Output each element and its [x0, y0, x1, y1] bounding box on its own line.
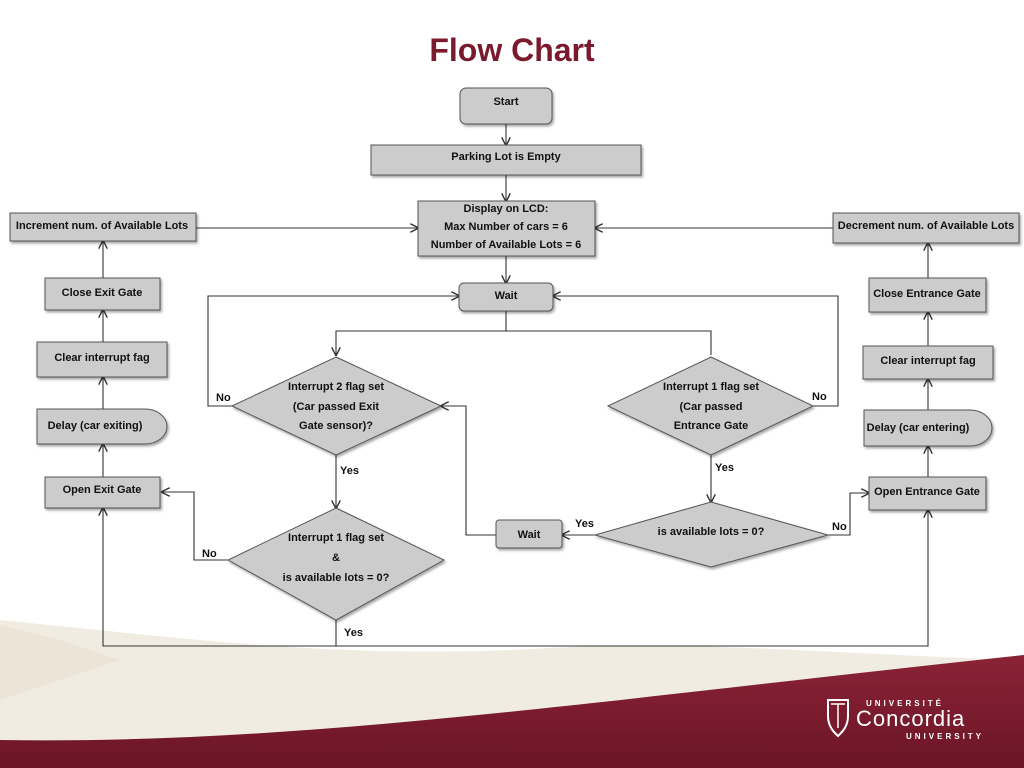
node-start	[459, 87, 553, 125]
edge-label-int1-no: No	[812, 391, 827, 403]
edge-label-int2-yes: Yes	[340, 465, 359, 477]
label-close-exit: Close Exit Gate	[62, 287, 143, 299]
background-decoration	[0, 620, 1024, 768]
node-int2	[230, 356, 443, 456]
label-int1-1: Interrupt 1 flag set	[663, 381, 759, 393]
node-int1	[606, 356, 815, 456]
logo-bottom-text: UNIVERSITY	[906, 732, 984, 741]
label-wait-top: Wait	[495, 290, 518, 302]
label-clear-right: Clear interrupt fag	[880, 355, 975, 367]
node-inc	[9, 212, 197, 242]
label-int1-2: (Car passed	[680, 401, 743, 413]
label-dec: Decrement num. of Available Lots	[838, 220, 1014, 232]
concordia-logo: UNIVERSITÉ Concordia UNIVERSITY	[827, 699, 984, 741]
edge-label-avail-no: No	[832, 521, 847, 533]
node-clear-right	[862, 345, 994, 380]
label-lcd-2: Max Number of cars = 6	[444, 221, 568, 233]
label-delay-exit: Delay (car exiting)	[48, 420, 143, 432]
label-open-exit: Open Exit Gate	[63, 484, 142, 496]
logo-main-text: Concordia	[856, 706, 965, 731]
node-avail	[593, 501, 830, 568]
label-lcd-1: Display on LCD:	[464, 203, 549, 215]
node-lcd	[417, 200, 596, 257]
edge-wait-split-right	[506, 330, 712, 355]
edge-label-int2-no: No	[216, 392, 231, 404]
logo-crest-icon	[827, 699, 849, 738]
label-int2-2: (Car passed Exit	[293, 401, 380, 413]
edge-wait-split	[336, 311, 507, 355]
node-comb	[226, 507, 446, 621]
label-comb-3: is available lots = 0?	[283, 572, 390, 584]
label-comb-2: &	[332, 552, 340, 564]
flowchart-edges	[103, 124, 928, 647]
flowchart-edge-labels: No No Yes Yes Yes No No Yes	[202, 391, 847, 639]
edge-label-comb-yes: Yes	[344, 627, 363, 639]
flowchart-nodes	[9, 87, 1020, 621]
label-comb-1: Interrupt 1 flag set	[288, 532, 384, 544]
node-close-entrance	[868, 277, 987, 313]
edge-waitmid-int2	[441, 406, 496, 536]
label-int1-3: Entrance Gate	[674, 420, 749, 432]
label-inc: Increment num. of Available Lots	[16, 220, 188, 232]
node-close-exit	[44, 277, 161, 311]
logo-top-text: UNIVERSITÉ	[866, 699, 944, 708]
label-empty: Parking Lot is Empty	[451, 151, 561, 163]
label-lcd-3: Number of Available Lots = 6	[431, 239, 581, 251]
label-avail: is available lots = 0?	[658, 526, 765, 538]
label-start: Start	[493, 96, 518, 108]
node-delay-entering	[863, 409, 993, 447]
edge-comb-yes-left	[103, 508, 337, 647]
node-empty	[370, 144, 642, 176]
edge-int2-no	[207, 296, 459, 407]
edge-int1-no	[553, 296, 839, 407]
edge-avail-no	[828, 493, 869, 536]
node-wait-top	[458, 282, 554, 312]
label-wait-mid: Wait	[518, 529, 541, 541]
label-close-entrance: Close Entrance Gate	[873, 288, 981, 300]
node-dec	[832, 212, 1020, 244]
edge-label-avail-yes: Yes	[575, 518, 594, 530]
label-clear-left: Clear interrupt fag	[54, 352, 149, 364]
edge-label-comb-no: No	[202, 548, 217, 560]
node-wait-mid	[495, 519, 563, 549]
label-open-entrance: Open Entrance Gate	[874, 486, 980, 498]
edge-comb-no	[162, 492, 228, 561]
node-open-exit	[44, 476, 161, 509]
flowchart-node-labels: Start Parking Lot is Empty Display on LC…	[16, 96, 1014, 584]
label-int2-3: Gate sensor)?	[299, 420, 373, 432]
node-open-entrance	[868, 476, 987, 511]
edge-label-int1-yes: Yes	[715, 462, 734, 474]
label-delay-entering: Delay (car entering)	[867, 422, 970, 434]
edge-comb-yes-right	[336, 510, 928, 647]
node-clear-left	[36, 341, 168, 378]
node-delay-exit	[36, 408, 168, 445]
slide-title: Flow Chart	[429, 32, 595, 68]
label-int2-1: Interrupt 2 flag set	[288, 381, 384, 393]
